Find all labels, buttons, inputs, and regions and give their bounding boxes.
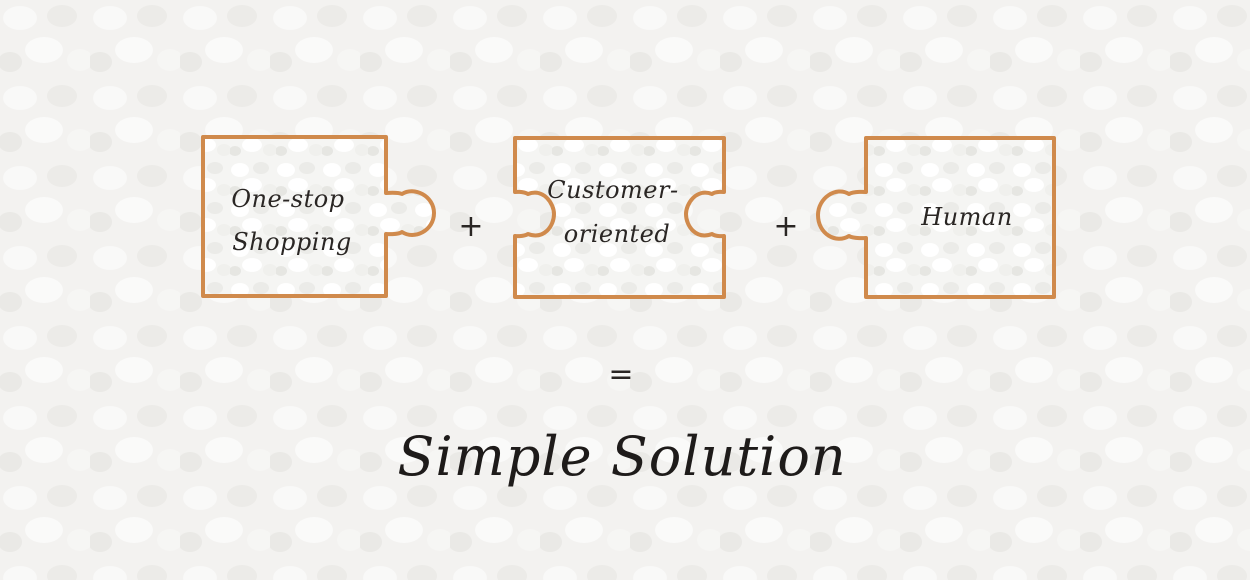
puzzle-piece-1: One-stop Shopping (201, 135, 436, 298)
puzzle-piece-2: Customer- oriented (513, 136, 726, 299)
puzzle-piece-1-line-1: One-stop (231, 185, 344, 213)
svg-text:One-stop Shopping: One-stop Shopping (231, 185, 352, 256)
puzzle-piece-2-line-2: oriented (564, 220, 670, 248)
plus-operator-2: + (773, 209, 798, 244)
equals-operator: = (608, 357, 633, 392)
puzzle-piece-1-line-2: Shopping (232, 228, 352, 256)
plus-operator-1: + (458, 209, 483, 244)
puzzle-piece-2-line-1: Customer- (547, 176, 678, 204)
puzzle-piece-3-line-1: Human (920, 203, 1012, 231)
puzzle-piece-1-shape (201, 135, 436, 298)
result-text: Simple Solution (397, 425, 846, 488)
svg-text:Customer- oriented: Customer- oriented (547, 176, 686, 248)
puzzle-piece-2-shape (513, 136, 726, 299)
puzzle-piece-3: Human (816, 136, 1056, 299)
puzzle-piece-3-shape (816, 136, 1056, 299)
